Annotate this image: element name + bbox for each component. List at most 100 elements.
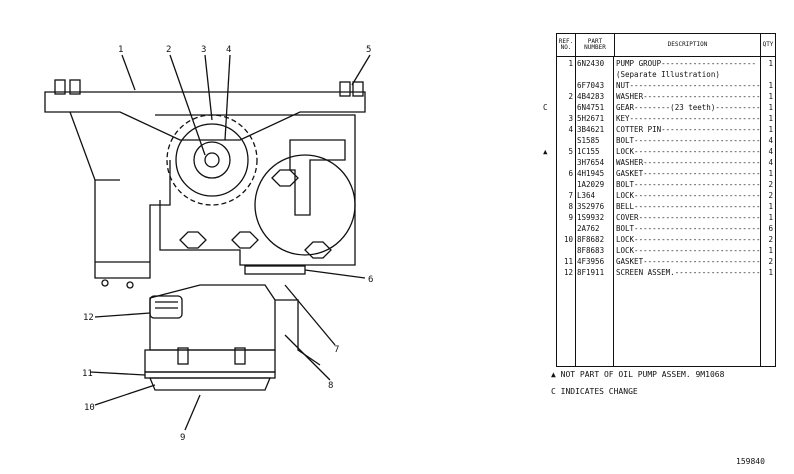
ref-no-cell: 7 xyxy=(568,191,573,200)
table-row: 2A762 BOLT---------------------------- 6 xyxy=(557,224,775,234)
table-row: 9 1S9932 COVER--------------------------- 1 xyxy=(557,213,775,223)
callout-6: 6 xyxy=(368,275,373,285)
header-part-number: PART NUMBER xyxy=(576,34,615,56)
qty-cell: 2 xyxy=(768,235,773,244)
header-ref-no: REF. NO. xyxy=(557,34,576,56)
description-cell: KEY----------------------------- xyxy=(616,114,761,123)
ref-no-cell: 4 xyxy=(568,125,573,134)
note-not-part: ▲ NOT PART OF OIL PUMP ASSEM. 9M1068 xyxy=(551,370,725,379)
hex-bolt xyxy=(231,231,259,249)
pump-body-left xyxy=(94,160,171,279)
qty-cell: 4 xyxy=(768,136,773,145)
ref-no-cell: 3 xyxy=(568,114,573,123)
part-number-cell: 1C155 xyxy=(577,147,600,156)
description-cell: BOLT---------------------------- xyxy=(616,180,761,189)
callout-1: 1 xyxy=(118,45,123,55)
part-number-cell: 2A762 xyxy=(577,224,600,233)
table-row: 2 4B4283 WASHER-------------------------- 1 xyxy=(557,92,775,102)
pump-body xyxy=(155,114,356,266)
qty-cell: 1 xyxy=(768,103,773,112)
callout-4: 4 xyxy=(226,45,231,55)
description-cell: SCREEN ASSEM.------------------- xyxy=(616,268,761,277)
qty-cell: 1 xyxy=(768,81,773,90)
description-cell: NUT----------------------------- xyxy=(616,81,761,90)
note-indicates-change: C INDICATES CHANGE xyxy=(551,387,638,396)
part-number-cell: 1S9932 xyxy=(577,213,605,222)
part-number-cell: 6N4751 xyxy=(577,103,605,112)
ref-no-cell: 5 xyxy=(568,147,573,156)
qty-cell: 6 xyxy=(768,224,773,233)
callout-11: 11 xyxy=(82,369,93,379)
table-row: (Separate Illustration) xyxy=(557,70,775,80)
part-number-cell: 4B4283 xyxy=(577,92,605,101)
part-number-cell: 4H1945 xyxy=(577,169,605,178)
description-cell: COVER--------------------------- xyxy=(616,213,761,222)
qty-cell: 1 xyxy=(768,202,773,211)
description-cell: BELL---------------------------- xyxy=(616,202,761,211)
part-number-cell: 5H2671 xyxy=(577,114,605,123)
ref-no-cell: 9 xyxy=(568,213,573,222)
header-description: DESCRIPTION xyxy=(615,34,761,56)
part-number-cell: 8F1911 xyxy=(577,268,605,277)
qty-cell: 2 xyxy=(768,257,773,266)
description-cell: GEAR--------(23 teeth)---------- xyxy=(616,103,761,112)
part-number-cell: 6F7043 xyxy=(577,81,605,90)
bracket-bolt-left xyxy=(54,79,66,95)
callout-3: 3 xyxy=(201,45,206,55)
description-cell: GASKET-------------------------- xyxy=(616,169,761,178)
qty-cell: 1 xyxy=(768,92,773,101)
ref-no-cell: 11 xyxy=(563,257,573,266)
ref-no-cell: 1 xyxy=(568,59,573,68)
part-number-cell: 8F8682 xyxy=(577,235,605,244)
table-row: 3 5H2671 KEY----------------------------- 1 xyxy=(557,114,775,124)
part-number-cell: 6N2430 xyxy=(577,59,605,68)
oil-pump-illustration: 1 2 3 4 5 6 7 8 9 10 11 12 xyxy=(44,45,373,443)
ref-no-cell: 10 xyxy=(563,235,573,244)
header-qty: QTY xyxy=(762,41,774,48)
callout-7: 7 xyxy=(334,345,339,355)
part-number-cell: 8F8683 xyxy=(577,246,605,255)
table-row: 1 6N2430 PUMP GROUP--------------------- 1 xyxy=(557,59,775,69)
callout-2: 2 xyxy=(166,45,171,55)
cover-gasket xyxy=(144,371,276,379)
qty-cell: 1 xyxy=(768,125,773,134)
qty-cell: 1 xyxy=(768,213,773,222)
bracket-bolt-right xyxy=(339,81,351,97)
description-cell: BOLT---------------------------- xyxy=(616,224,761,233)
qty-cell: 2 xyxy=(768,180,773,189)
description-cell: LOCK---------------------------- xyxy=(616,246,761,255)
part-number-cell: 3H7654 xyxy=(577,158,605,167)
description-cell: (Separate Illustration) xyxy=(616,70,720,79)
ref-no-cell: 2 xyxy=(568,92,573,101)
callout-9: 9 xyxy=(180,433,185,443)
table-row: 6F7043 NUT----------------------------- 1 xyxy=(557,81,775,91)
relief-valve-housing xyxy=(254,154,356,256)
qty-cell: 4 xyxy=(768,158,773,167)
part-number-cell: 4F3956 xyxy=(577,257,605,266)
drive-gear xyxy=(166,114,258,206)
qty-cell: 1 xyxy=(768,114,773,123)
description-cell: PUMP GROUP--------------------- xyxy=(616,59,756,68)
qty-cell: 1 xyxy=(768,59,773,68)
page-number: 159840 xyxy=(736,457,765,466)
description-cell: WASHER-------------------------- xyxy=(616,92,761,101)
qty-cell: 1 xyxy=(768,169,773,178)
ref-no-cell: 6 xyxy=(568,169,573,178)
callout-10: 10 xyxy=(84,403,95,413)
table-row: 6 4H1945 GASKET-------------------------- 1 xyxy=(557,169,775,179)
table-body: 1 6N2430 PUMP GROUP---------------------1 … xyxy=(543,56,775,366)
table-header: REF. NO. PART NUMBER DESCRIPTION QTY xyxy=(557,34,775,57)
part-number-cell: 3B4621 xyxy=(577,125,605,134)
part-number-cell: 1A2029 xyxy=(577,180,605,189)
qty-cell: 4 xyxy=(768,147,773,156)
